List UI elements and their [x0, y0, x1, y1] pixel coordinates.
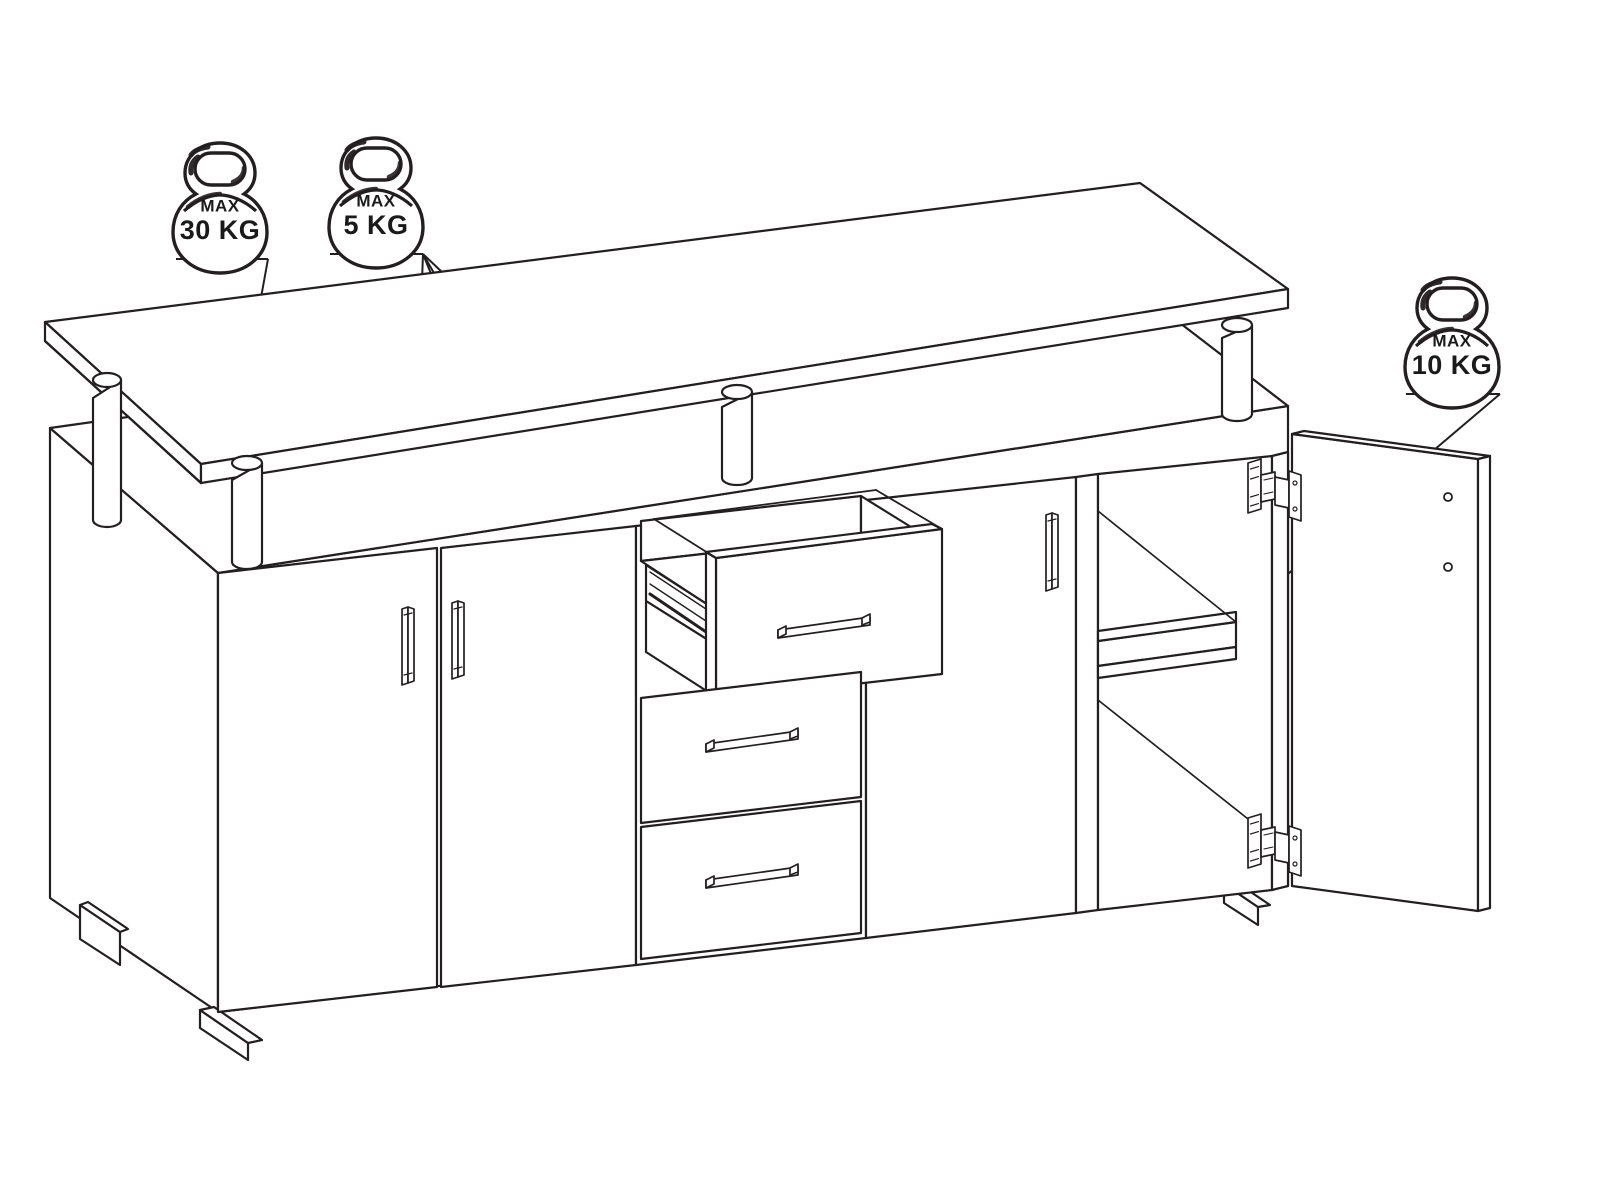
load-label-10kg-max: MAX: [1432, 331, 1471, 350]
load-label-10kg-value: 10 KG: [1412, 350, 1493, 380]
door-left-1[interactable]: [216, 546, 439, 1014]
door-right-handle[interactable]: [1044, 511, 1060, 593]
load-label-10kg: MAX 10 KG: [1405, 278, 1499, 408]
shelf-right: [1096, 510, 1273, 839]
load-label-5kg-max: MAX: [356, 191, 395, 210]
door-left-2[interactable]: [439, 524, 638, 989]
right-compartment: [1074, 454, 1274, 915]
right-carcass-edge: [1270, 450, 1290, 892]
load-label-30kg-value: 30 KG: [180, 215, 261, 245]
load-label-30kg: MAX 30 KG: [173, 143, 267, 273]
top-panel-supports: [91, 316, 1254, 571]
door-left-2-handle[interactable]: [450, 599, 466, 681]
sideboard-cabinet: [43, 181, 1492, 1062]
load-label-5kg-value: 5 KG: [343, 210, 408, 240]
drawer-middle[interactable]: [639, 670, 863, 825]
door-left-1-handle[interactable]: [400, 605, 416, 687]
drawer-top-open[interactable]: [653, 489, 944, 702]
load-label-30kg-max: MAX: [200, 196, 239, 215]
door-right-open[interactable]: [1290, 429, 1492, 913]
load-label-5kg: MAX 5 KG: [329, 138, 423, 268]
